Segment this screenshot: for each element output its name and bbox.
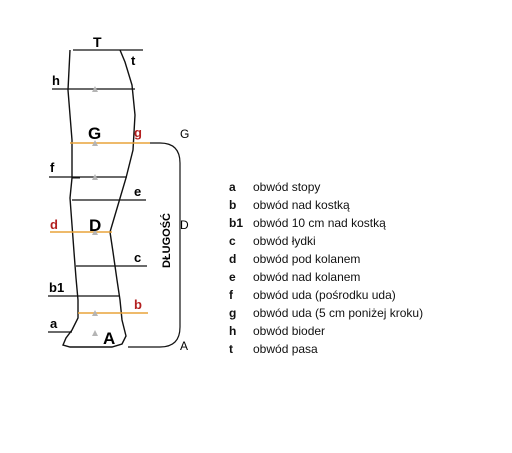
label-D-big: D xyxy=(89,216,101,235)
marker-triangles xyxy=(92,86,98,336)
label-g: g xyxy=(134,125,142,140)
label-A-big: A xyxy=(103,329,115,348)
length-bracket xyxy=(128,142,181,348)
legend-row: c obwód łydki xyxy=(229,232,423,250)
label-length: DŁUGOŚĆ xyxy=(160,213,173,268)
label-G-right: G xyxy=(180,127,189,141)
legend-key: g xyxy=(229,306,237,320)
legend-row: b1 obwód 10 cm nad kostką xyxy=(229,214,423,232)
legend-row: d obwód pod kolanem xyxy=(229,250,423,268)
legend-text: obwód 10 cm nad kostką xyxy=(253,216,386,230)
legend-key: b xyxy=(229,198,237,212)
legend-row: e obwód nad kolanem xyxy=(229,268,423,286)
legend-row: t obwód pasa xyxy=(229,340,423,358)
legend-text: obwód stopy xyxy=(253,180,321,194)
legend-text: obwód nad kolanem xyxy=(253,270,361,284)
legend-row: h obwód bioder xyxy=(229,322,423,340)
legend-key: d xyxy=(229,252,237,266)
label-b1: b1 xyxy=(49,280,64,295)
legend-row: f obwód uda (pośrodku uda) xyxy=(229,286,423,304)
legend-key: h xyxy=(229,324,237,338)
legend-key: t xyxy=(229,342,233,356)
legend-key: c xyxy=(229,234,236,248)
legend-text: obwód bioder xyxy=(253,324,326,338)
leg-outline xyxy=(62,49,136,348)
label-h: h xyxy=(52,73,60,88)
label-G-big: G xyxy=(88,124,101,143)
label-b: b xyxy=(134,297,142,312)
legend-key: f xyxy=(229,288,233,302)
label-a: a xyxy=(50,316,58,331)
legend-key: e xyxy=(229,270,236,284)
legend-row: g obwód uda (5 cm poniżej kroku) xyxy=(229,304,423,322)
label-A-right: A xyxy=(180,339,188,353)
legend-key: a xyxy=(229,180,236,194)
label-t: t xyxy=(131,53,136,68)
legend-text: obwód pasa xyxy=(253,342,318,356)
legend-key: b1 xyxy=(229,216,244,230)
label-e: e xyxy=(134,184,141,199)
label-T: T xyxy=(93,34,102,50)
legend-text: obwód nad kostką xyxy=(253,198,350,212)
legend-text: obwód łydki xyxy=(253,234,316,248)
label-f: f xyxy=(50,160,55,175)
label-d: d xyxy=(50,217,58,232)
label-D-right: D xyxy=(180,218,189,232)
legend-text: obwód pod kolanem xyxy=(253,252,361,266)
legend-text: obwód uda (5 cm poniżej kroku) xyxy=(253,306,424,320)
legend: a obwód stopy b obwód nad kostką b1 obwód 1… xyxy=(229,178,423,358)
legend-row: a obwód stopy xyxy=(229,178,423,196)
legend-row: b obwód nad kostką xyxy=(229,196,423,214)
label-c: c xyxy=(134,250,141,265)
legend-text: obwód uda (pośrodku uda) xyxy=(253,288,396,302)
